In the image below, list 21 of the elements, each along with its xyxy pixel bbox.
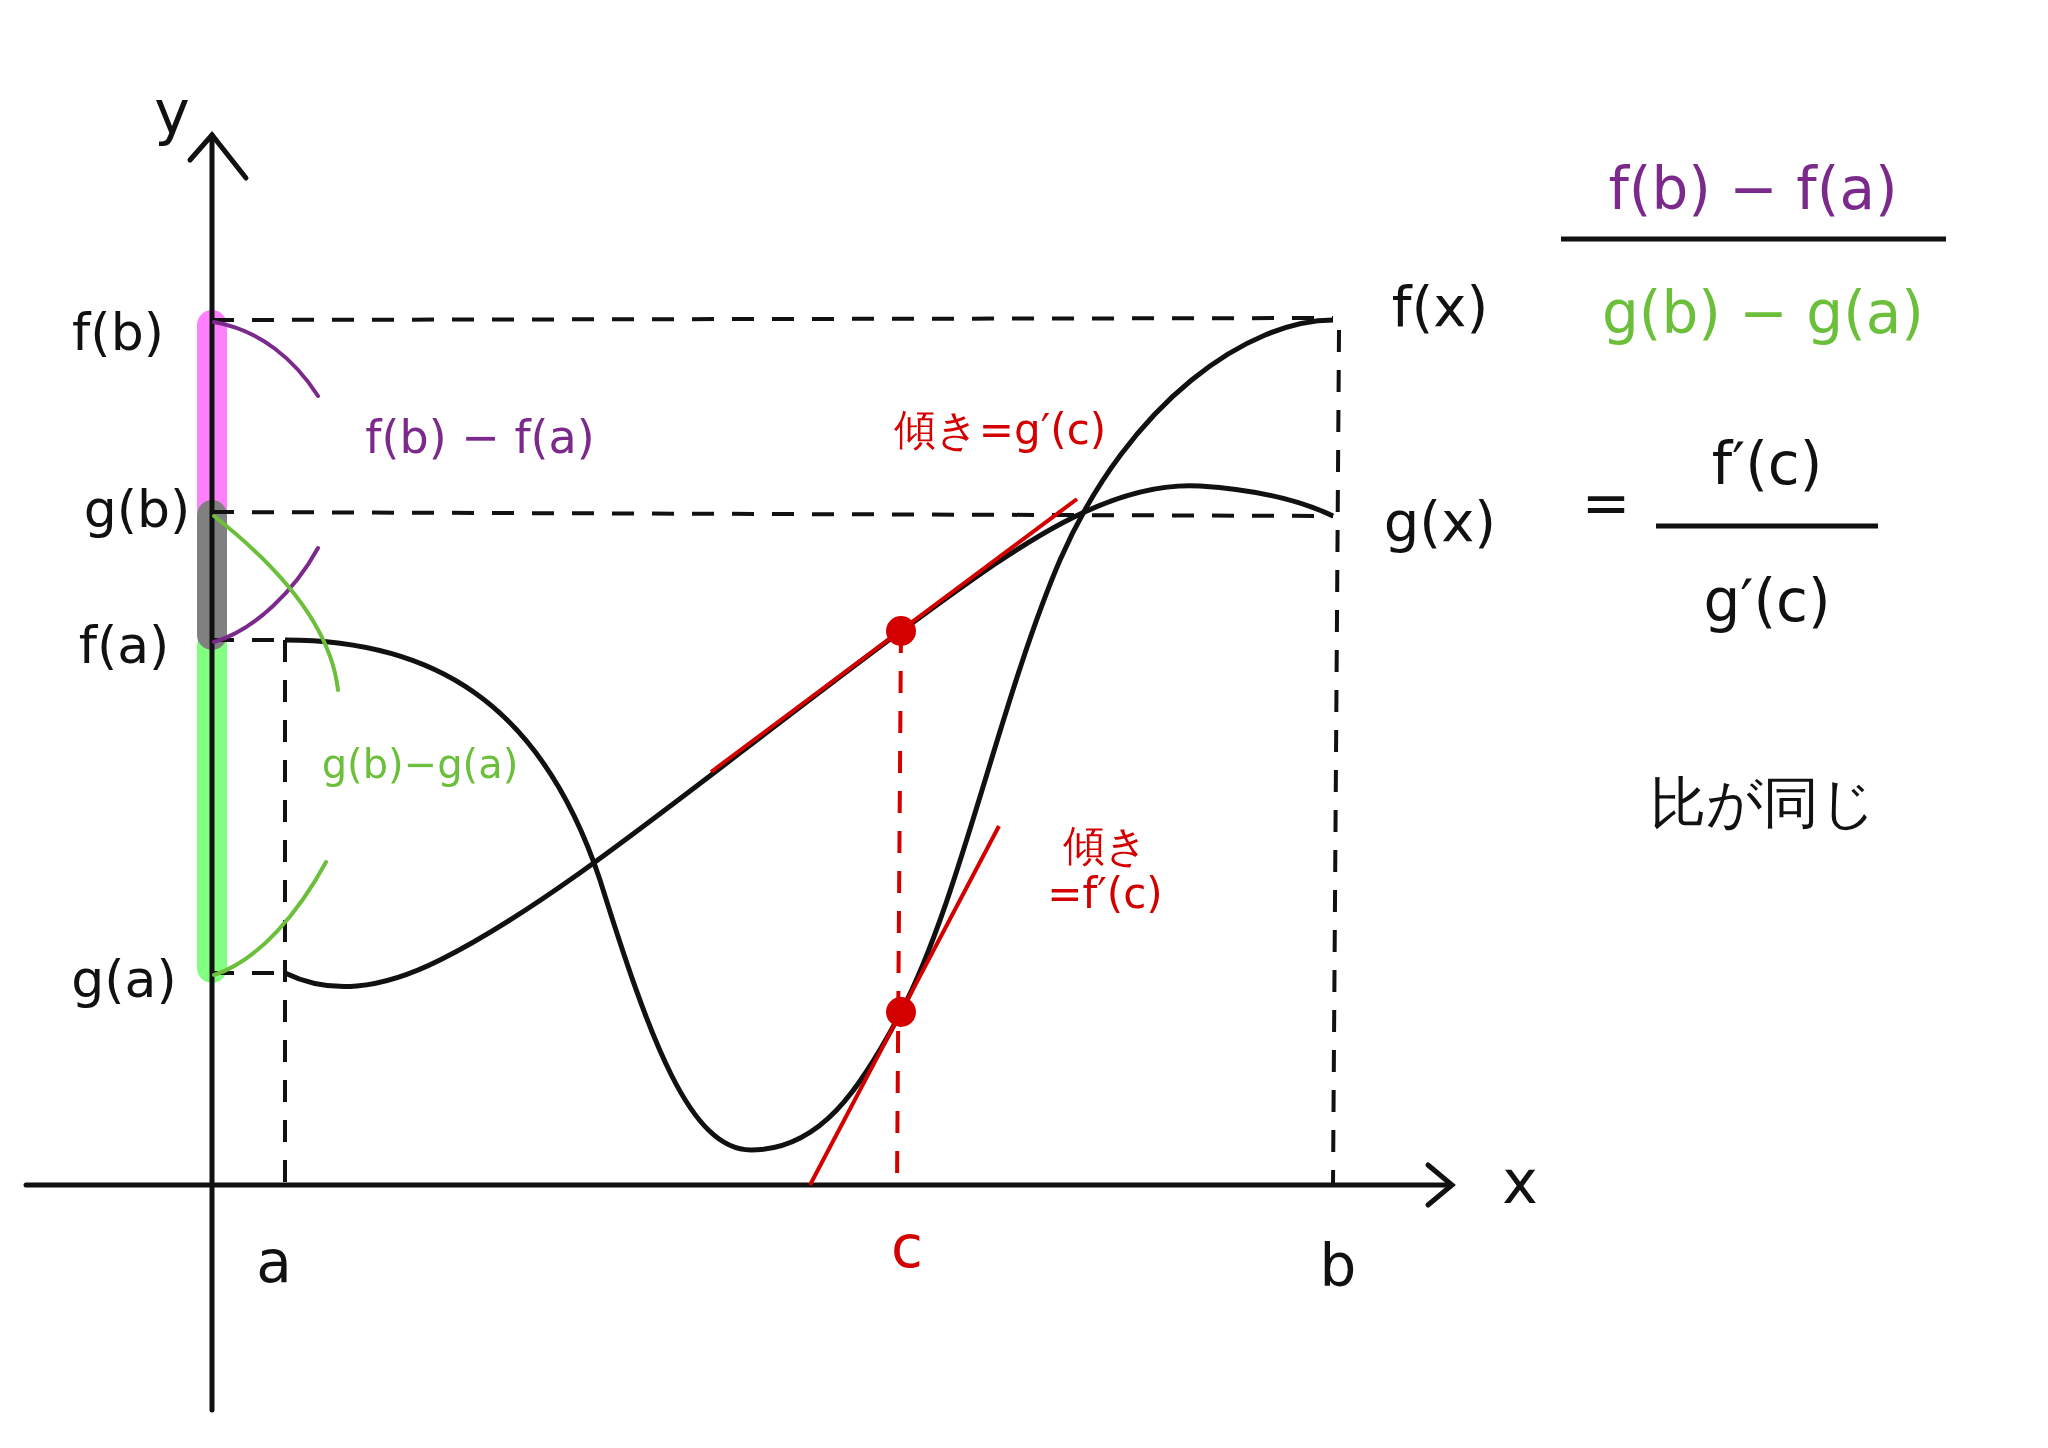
slope-label: 傾き =f′(c) (1046, 821, 1164, 919)
axis-label: f(b) (72, 303, 164, 363)
axis-label: g(a) (71, 950, 177, 1010)
axis-label: f(a) (78, 616, 170, 676)
axis-label: c (891, 1213, 923, 1281)
slope-label: 傾き=g′(c) (893, 405, 1107, 455)
axis-label: y (154, 77, 190, 147)
formula-text: f(b) − f(a) (1608, 155, 1898, 223)
formula-text: g′(c) (1703, 567, 1831, 635)
curve-label: f(x) (1391, 274, 1489, 340)
axis-label: b (1319, 1232, 1357, 1300)
bracket-label: f(b) − f(a) (365, 410, 595, 464)
axis-label: a (256, 1228, 292, 1296)
equals-sign: = (1581, 469, 1631, 537)
curve-label: g(x) (1383, 489, 1497, 555)
formula-text: g(b) − g(a) (1602, 279, 1924, 347)
axis-label: x (1502, 1147, 1538, 1217)
bracket-label: g(b)−g(a) (321, 741, 519, 787)
note-text: 比が同じ (1650, 770, 1876, 836)
formula-text: f′(c) (1711, 430, 1823, 498)
axis-label: g(b) (83, 480, 191, 540)
